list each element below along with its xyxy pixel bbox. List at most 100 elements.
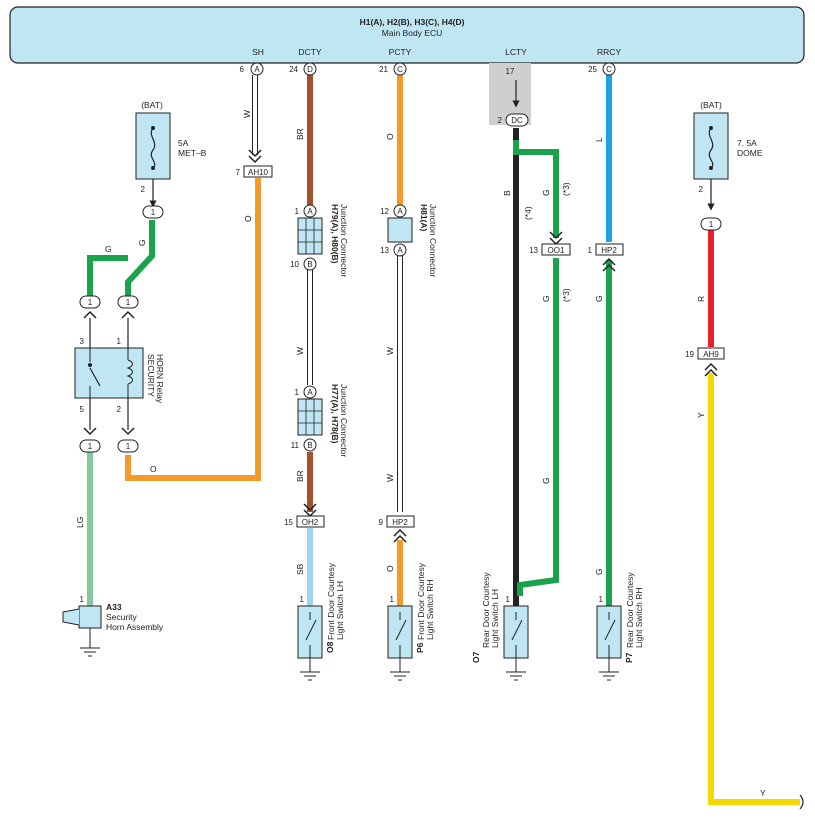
svg-text:(BAT): (BAT): [141, 100, 163, 110]
svg-text:HP2: HP2: [601, 246, 617, 255]
svg-text:13: 13: [380, 246, 389, 255]
svg-text:B: B: [502, 190, 512, 196]
svg-text:A: A: [307, 388, 313, 397]
svg-text:G: G: [594, 295, 604, 302]
wire-relay-g: [87, 255, 128, 296]
ecu-pin-sh: A 6: [240, 62, 264, 76]
svg-text:OH2: OH2: [302, 518, 319, 527]
svg-text:1: 1: [300, 595, 305, 604]
svg-text:Horn Assembly: Horn Assembly: [106, 622, 164, 632]
svg-text:AH9: AH9: [703, 350, 719, 359]
svg-text:W: W: [242, 110, 252, 118]
connector-hp2-right: HP2 1: [588, 243, 624, 272]
svg-text:A: A: [397, 246, 403, 255]
svg-text:C: C: [397, 65, 403, 74]
svg-text:21: 21: [379, 65, 388, 74]
svg-text:SECURITY: SECURITY: [146, 354, 156, 397]
svg-text:W: W: [385, 347, 395, 355]
wire-fuse-g: [125, 220, 155, 296]
svg-text:12: 12: [380, 207, 389, 216]
svg-text:LG: LG: [75, 517, 85, 528]
svg-text:L: L: [594, 137, 604, 142]
svg-text:O: O: [385, 565, 395, 572]
svg-text:1: 1: [599, 595, 604, 604]
svg-text:(BAT): (BAT): [700, 100, 722, 110]
svg-text:OO1: OO1: [548, 246, 565, 255]
junction-h81: A 12 A 13 H81(A) Junction Connector: [380, 204, 438, 277]
svg-text:1: 1: [151, 208, 156, 217]
svg-text:Junction Connector: Junction Connector: [339, 384, 349, 457]
terminal-dcty: DCTY: [298, 47, 321, 57]
svg-text:Rear Door Courtesy: Rear Door Courtesy: [481, 572, 491, 648]
svg-text:O: O: [150, 464, 157, 474]
svg-text:25: 25: [588, 65, 597, 74]
ecu-pin-dcty: D 24: [289, 62, 317, 76]
svg-text:(*3): (*3): [561, 182, 571, 196]
svg-text:7: 7: [236, 168, 241, 177]
fuse-met-b: (BAT) 5A MET–B 2 1: [135, 100, 207, 219]
svg-text:Light Switch LH: Light Switch LH: [335, 581, 345, 640]
svg-text:D: D: [307, 65, 313, 74]
svg-text:O: O: [385, 133, 395, 140]
svg-text:Rear Door Courtesy: Rear Door Courtesy: [625, 572, 635, 648]
svg-text:1: 1: [126, 442, 131, 451]
svg-text:B: B: [307, 441, 312, 450]
terminal-rrcy: RRCY: [597, 47, 621, 57]
svg-text:O7: O7: [471, 651, 481, 663]
svg-text:1: 1: [295, 207, 300, 216]
svg-text:1: 1: [390, 595, 395, 604]
svg-text:Light Switch LH: Light Switch LH: [490, 589, 500, 648]
svg-text:10: 10: [290, 260, 299, 269]
security-horn-assembly: 1 A33 Security Horn Assembly: [62, 595, 164, 657]
svg-text:Light Switch RH: Light Switch RH: [634, 588, 644, 648]
svg-text:17: 17: [506, 67, 515, 76]
wire-lcty-g-branch: [513, 140, 559, 238]
svg-text:6: 6: [240, 65, 245, 74]
wire-sh-orange: [125, 178, 261, 481]
svg-text:G: G: [105, 244, 112, 254]
svg-text:R: R: [696, 296, 706, 302]
svg-text:A: A: [254, 65, 260, 74]
wire-y-break: [799, 794, 804, 810]
svg-text:BR: BR: [295, 128, 305, 140]
svg-text:O8: O8: [325, 641, 335, 653]
svg-text:1: 1: [88, 298, 93, 307]
svg-text:Y: Y: [760, 788, 766, 798]
svg-text:DOME: DOME: [737, 148, 763, 158]
wire-oo1-g-down: [517, 258, 559, 596]
svg-text:B: B: [307, 260, 312, 269]
svg-text:W: W: [295, 347, 305, 355]
svg-text:1: 1: [126, 298, 131, 307]
svg-text:(*4): (*4): [523, 206, 533, 220]
svg-text:Light Switch RH: Light Switch RH: [425, 580, 435, 640]
svg-text:DC: DC: [511, 116, 523, 125]
svg-text:P7: P7: [624, 652, 634, 663]
svg-text:SB: SB: [295, 563, 305, 575]
svg-text:Front Door Courtesy: Front Door Courtesy: [416, 562, 426, 640]
svg-text:Y: Y: [696, 412, 706, 418]
svg-text:3: 3: [80, 337, 85, 346]
connector-dc: DC 2: [498, 113, 529, 127]
svg-text:19: 19: [685, 350, 694, 359]
svg-text:13: 13: [529, 246, 538, 255]
svg-text:7. 5A: 7. 5A: [737, 138, 757, 148]
svg-text:24: 24: [289, 65, 298, 74]
svg-text:2: 2: [699, 185, 704, 194]
ecu-pin-pcty: C 21: [379, 62, 407, 76]
junction-h79-h80: A 1 B 10 H79(A), H80(B) Junction Connect…: [290, 204, 349, 277]
svg-text:O: O: [243, 215, 253, 222]
svg-text:1: 1: [295, 388, 300, 397]
svg-text:1: 1: [88, 442, 93, 451]
svg-text:5A: 5A: [178, 138, 189, 148]
svg-text:2: 2: [498, 116, 503, 125]
ecu-title: H1(A), H2(B), H3(C), H4(D): [360, 17, 465, 27]
svg-text:Junction Connector: Junction Connector: [428, 204, 438, 277]
fuse-dome: (BAT) 7. 5A DOME 2 1: [693, 100, 763, 231]
svg-text:1: 1: [588, 246, 593, 255]
svg-text:1: 1: [80, 595, 85, 604]
svg-text:HORN Relay: HORN Relay: [155, 354, 165, 404]
svg-text:W: W: [385, 474, 395, 482]
svg-text:P6: P6: [415, 642, 425, 653]
svg-text:G: G: [541, 295, 551, 302]
